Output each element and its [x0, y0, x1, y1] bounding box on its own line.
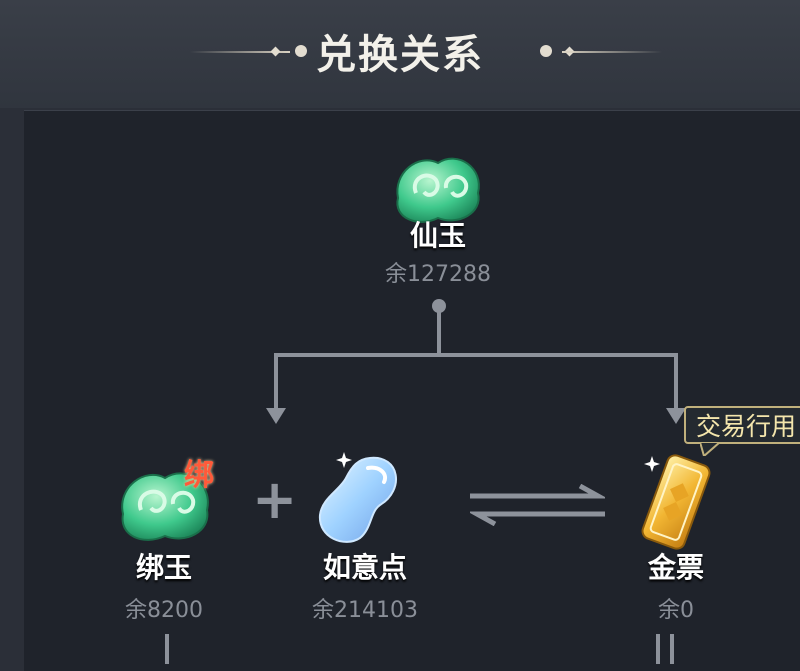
bound-jade-icon: [121, 472, 209, 541]
bottom-connector-right-b: [670, 634, 674, 664]
dialog-header: 兑换关系: [0, 0, 800, 108]
arrow-down-left-icon: [266, 408, 286, 424]
plus-sign: +: [252, 468, 298, 531]
bound-badge: 绑: [184, 458, 214, 493]
bangyu-name: 绑玉: [135, 551, 192, 584]
connector-node: [432, 299, 446, 313]
bangyu-balance: 余8200: [125, 598, 203, 623]
ruyi-gem-icon: [318, 452, 397, 543]
exchange-arrows-icon: [470, 484, 605, 526]
bottom-connector-right-a: [656, 634, 660, 664]
xianyu-cloud-jade-icon: [396, 157, 480, 223]
title-ornament-right-line: [562, 51, 662, 53]
ruyidian-name: 如意点: [322, 551, 407, 584]
title-ornament-left-line: [190, 51, 290, 53]
connector-horizontal: [274, 353, 678, 357]
xianyu-name: 仙玉: [409, 219, 466, 252]
jinpiao-balance: 余0: [658, 598, 694, 623]
tag-pointer: [700, 442, 720, 456]
ruyidian-balance: 余214103: [312, 598, 418, 623]
xianyu-balance: 余127288: [385, 262, 491, 287]
connector-right-drop: [674, 353, 678, 413]
trading-house-tag: 交易行用: [684, 406, 800, 444]
title-ornament-left-dot: [295, 45, 307, 57]
gold-ticket-icon: [641, 454, 711, 550]
page-title: 兑换关系: [316, 32, 484, 78]
connector-stem: [437, 310, 441, 356]
bottom-connector-left: [165, 634, 169, 664]
title-ornament-right-dot: [540, 45, 552, 57]
arrow-down-right-icon: [666, 408, 686, 424]
jinpiao-name: 金票: [647, 551, 704, 584]
connector-left-drop: [274, 353, 278, 413]
